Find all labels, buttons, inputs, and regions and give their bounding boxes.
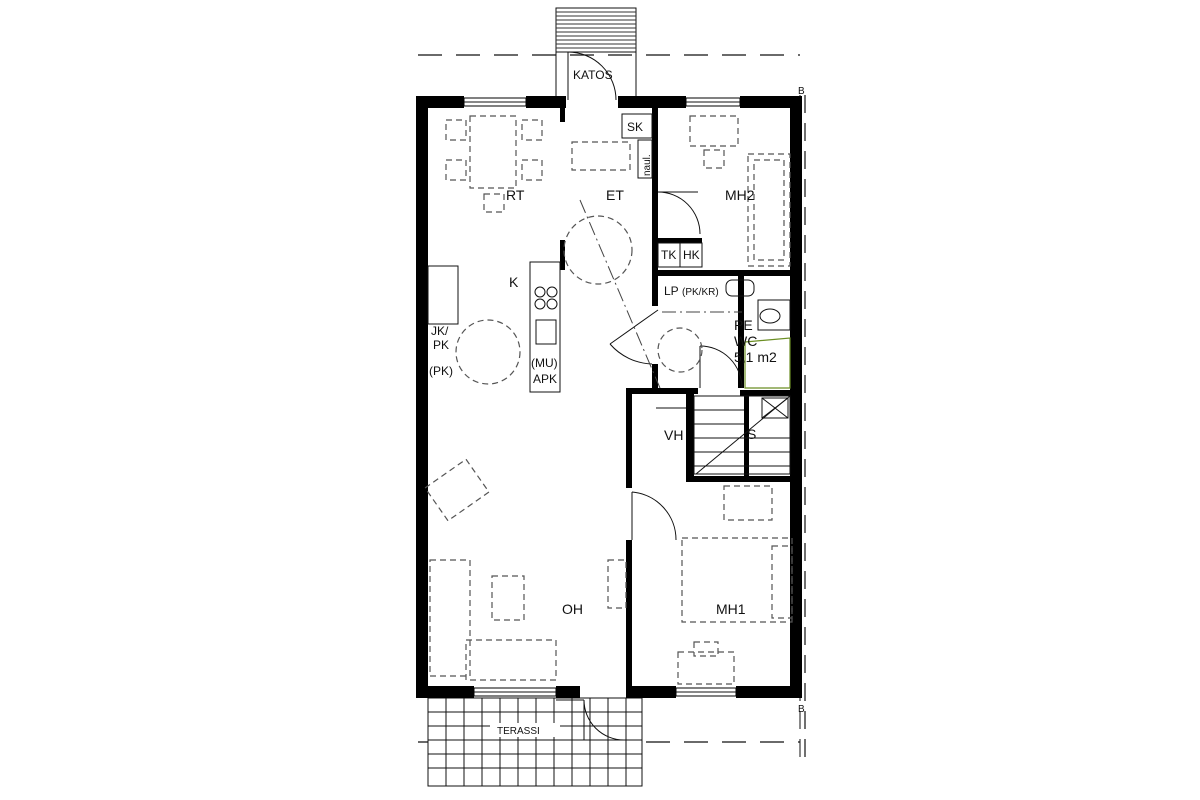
doors xyxy=(556,51,743,741)
room-label-area: 5,1 m2 xyxy=(734,349,777,365)
furniture xyxy=(424,113,793,685)
section-mark-top: B xyxy=(798,86,805,97)
room-label-sk: SK xyxy=(627,120,643,134)
room-label-pe: PE xyxy=(734,317,753,333)
terassi-label: TERASSI xyxy=(497,726,540,737)
exterior-walls xyxy=(416,96,802,698)
room-label-pkkr: (PK/KR) xyxy=(682,287,719,298)
label-mu: (MU) xyxy=(531,356,558,370)
room-label-hk: HK xyxy=(683,248,700,262)
label-pk: PK xyxy=(433,338,449,352)
room-label-lp: LP xyxy=(664,284,679,298)
label-pk-paren: (PK) xyxy=(429,364,453,378)
room-label-k: K xyxy=(509,274,519,290)
room-label-vh: VH xyxy=(664,427,683,443)
room-label-tk: TK xyxy=(661,248,676,262)
room-label-mh2: MH2 xyxy=(725,187,755,203)
room-label-et: ET xyxy=(606,187,624,203)
terassi: TERASSI xyxy=(427,697,643,787)
room-label-mh1: MH1 xyxy=(716,601,746,617)
katos-canopy: KATOS xyxy=(555,7,637,98)
room-label-wc: WC xyxy=(734,333,757,349)
katos-label: KATOS xyxy=(573,68,613,82)
room-label-s: S xyxy=(747,426,756,442)
room-label-naul: naul. xyxy=(642,154,653,176)
interior-walls xyxy=(560,108,794,688)
section-mark-bottom: B xyxy=(798,704,805,715)
stairs xyxy=(693,395,791,475)
room-label-oh: OH xyxy=(562,601,583,617)
room-label-rt: RT xyxy=(506,187,525,203)
label-apk: APK xyxy=(533,372,557,386)
label-jk: JK/ xyxy=(431,324,449,338)
room-labels: RT ET MH2 SK naul. K TK HK LP (PK/KR) PE… xyxy=(429,86,805,715)
windows xyxy=(463,97,741,697)
